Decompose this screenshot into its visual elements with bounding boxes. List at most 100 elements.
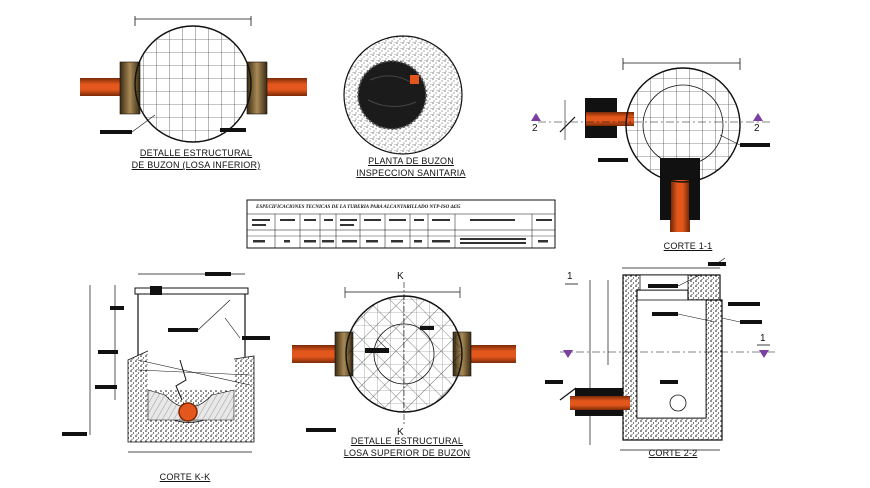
leader-line — [714, 257, 726, 266]
table-title: ESPECIFICACIONES TECNICAS DE LA TUBERIA … — [256, 205, 461, 210]
table-cell-text — [342, 240, 357, 243]
table-cell-text — [460, 238, 526, 240]
note-block — [220, 128, 246, 132]
outlet-pipe — [178, 402, 198, 422]
table-cell-text — [460, 242, 526, 244]
leader-line — [719, 134, 741, 146]
table-cell-text — [304, 240, 316, 243]
manhole-inner-ring — [357, 60, 427, 130]
pipe-right — [262, 78, 307, 96]
note-block — [98, 350, 118, 354]
detail-corte-2-2 — [545, 257, 775, 451]
note-block — [242, 336, 270, 340]
label-planta-1: PLANTA DE BUZON — [368, 156, 454, 166]
leader-line — [131, 114, 156, 133]
inlet-pipe — [570, 396, 630, 410]
pipe-left — [292, 345, 342, 363]
spec-table — [246, 199, 556, 249]
note-block — [728, 302, 760, 306]
table-cell-text — [252, 224, 266, 226]
top-slab — [134, 287, 249, 295]
marker-1-top: 1 — [567, 271, 573, 282]
break-mark — [175, 359, 187, 401]
horizontal-pipe — [586, 112, 634, 126]
table-cell-text — [322, 240, 334, 243]
inner-cavity — [148, 300, 234, 390]
table-cell-text — [324, 219, 333, 221]
detail-corte-1-1 — [531, 58, 770, 232]
section-arrow-right — [753, 113, 763, 121]
table-cell-text — [470, 219, 515, 221]
note-block — [205, 272, 231, 276]
table-cell-text — [432, 240, 450, 243]
label-losa-superior-2: LOSA SUPERIOR DE BUZON — [343, 448, 471, 458]
note-block — [110, 306, 124, 310]
leader-line — [197, 299, 231, 331]
top-slab-block — [150, 286, 162, 295]
slash-mark — [559, 387, 577, 401]
note-block — [652, 312, 678, 316]
table-cell-text — [389, 219, 406, 221]
note-block — [740, 320, 762, 324]
table-cell-text — [280, 219, 295, 221]
marker-2-right: 2 — [754, 123, 760, 134]
leader-line — [224, 317, 241, 339]
table-cell-text — [284, 240, 290, 243]
section-arrow-left — [563, 350, 573, 358]
note-block — [660, 380, 678, 384]
cover-mark — [410, 75, 419, 84]
marker-2-left: 2 — [532, 123, 538, 134]
note-block — [100, 130, 132, 134]
label-corte-1-1: CORTE 1-1 — [663, 241, 713, 251]
detail-losa-superior — [292, 282, 516, 432]
table-cell-text — [414, 240, 422, 243]
note-block — [740, 143, 770, 147]
note-block — [62, 432, 87, 436]
table-cell-text — [340, 224, 354, 226]
note-block — [708, 262, 726, 266]
table-cell-text — [391, 240, 403, 243]
label-losa-inferior-1: DETALLE ESTRUCTURAL — [139, 148, 253, 158]
marker-1-right: 1 — [760, 333, 766, 344]
leader-line — [677, 274, 701, 287]
label-corte-k-k: CORTE K-K — [159, 472, 211, 482]
table-cell-text — [414, 219, 424, 221]
marker-k-top: K — [397, 271, 404, 282]
table-cell-text — [304, 219, 316, 221]
diagonal-line — [137, 369, 251, 376]
detail-corte-k-k — [62, 272, 270, 453]
note-block — [545, 380, 563, 384]
table-cell-text — [538, 240, 548, 243]
slash-mark — [559, 116, 576, 133]
table-cell-text — [364, 219, 381, 221]
leader-line — [377, 339, 390, 352]
label-corte-2-2: CORTE 2-2 — [648, 448, 698, 458]
slab-circle-outline — [134, 25, 252, 143]
note-block — [420, 326, 434, 330]
table-cell-text — [536, 219, 552, 221]
table-cell-text — [366, 240, 378, 243]
detail-losa-inferior — [80, 16, 307, 143]
section-arrow-left — [531, 113, 541, 121]
note-block — [648, 284, 678, 288]
note-block — [168, 328, 198, 332]
pipe-left — [80, 78, 125, 96]
table-cell-text — [253, 240, 265, 243]
label-losa-inferior-2: DE BUZON (LOSA INFERIOR) — [131, 160, 261, 170]
bench-slope — [147, 389, 235, 421]
detail-planta-buzon — [343, 35, 463, 155]
vertical-pipe-core — [671, 180, 689, 232]
slab-circle-outline — [625, 67, 741, 183]
note-block — [95, 385, 117, 389]
table-cell-text — [252, 219, 270, 221]
section-arrow-right — [759, 350, 769, 358]
table-cell-text — [432, 219, 450, 221]
note-block — [306, 428, 336, 432]
table-cell-text — [340, 219, 357, 221]
pipe-right — [466, 345, 516, 363]
inner-ring — [642, 84, 724, 166]
leader-line — [677, 313, 716, 323]
note-block — [598, 158, 628, 162]
label-planta-2: INSPECCION SANITARIA — [356, 168, 466, 178]
